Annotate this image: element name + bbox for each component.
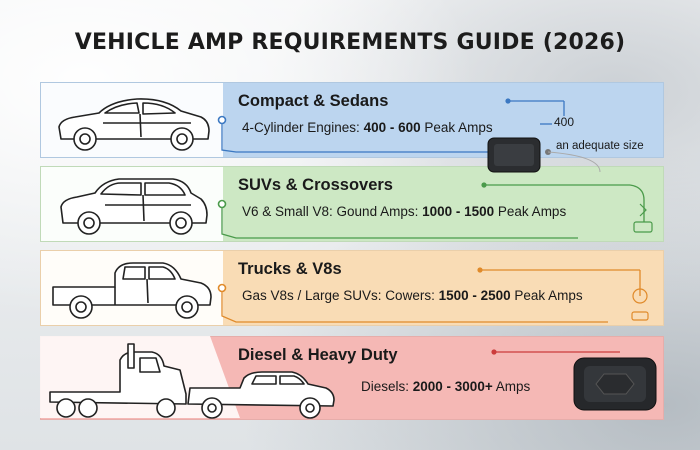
band-title: Trucks & V8s	[238, 260, 342, 278]
band-description: V6 & Small V8: Gound Amps: 1000 - 1500 P…	[242, 204, 567, 219]
band-description: Diesels: 2000 - 3000+ Amps	[361, 379, 531, 394]
suv-icon	[41, 167, 223, 241]
callout-value: 400	[554, 115, 575, 129]
sedan-icon	[41, 83, 223, 157]
band-suv: SUVs & Crossovers V6 & Small V8: Gound A…	[40, 166, 664, 242]
band-title: Compact & Sedans	[238, 92, 389, 110]
band-description: 4-Cylinder Engines: 400 - 600 Peak Amps	[242, 120, 493, 135]
band-title: SUVs & Crossovers	[238, 176, 393, 194]
page-title: VEHICLE AMP REQUIREMENTS GUIDE (2026)	[74, 30, 626, 55]
band-description: Gas V8s / Large SUVs: Cowers: 1500 - 250…	[242, 288, 583, 303]
band-truck: Trucks & V8s Gas V8s / Large SUVs: Cower…	[40, 250, 664, 326]
band-diesel: Diesel & Heavy Duty Diesels: 2000 - 3000…	[40, 336, 664, 420]
band-title: Diesel & Heavy Duty	[238, 346, 398, 364]
pickup-truck-icon	[41, 251, 223, 325]
callout-note: an adequate size	[556, 140, 644, 152]
